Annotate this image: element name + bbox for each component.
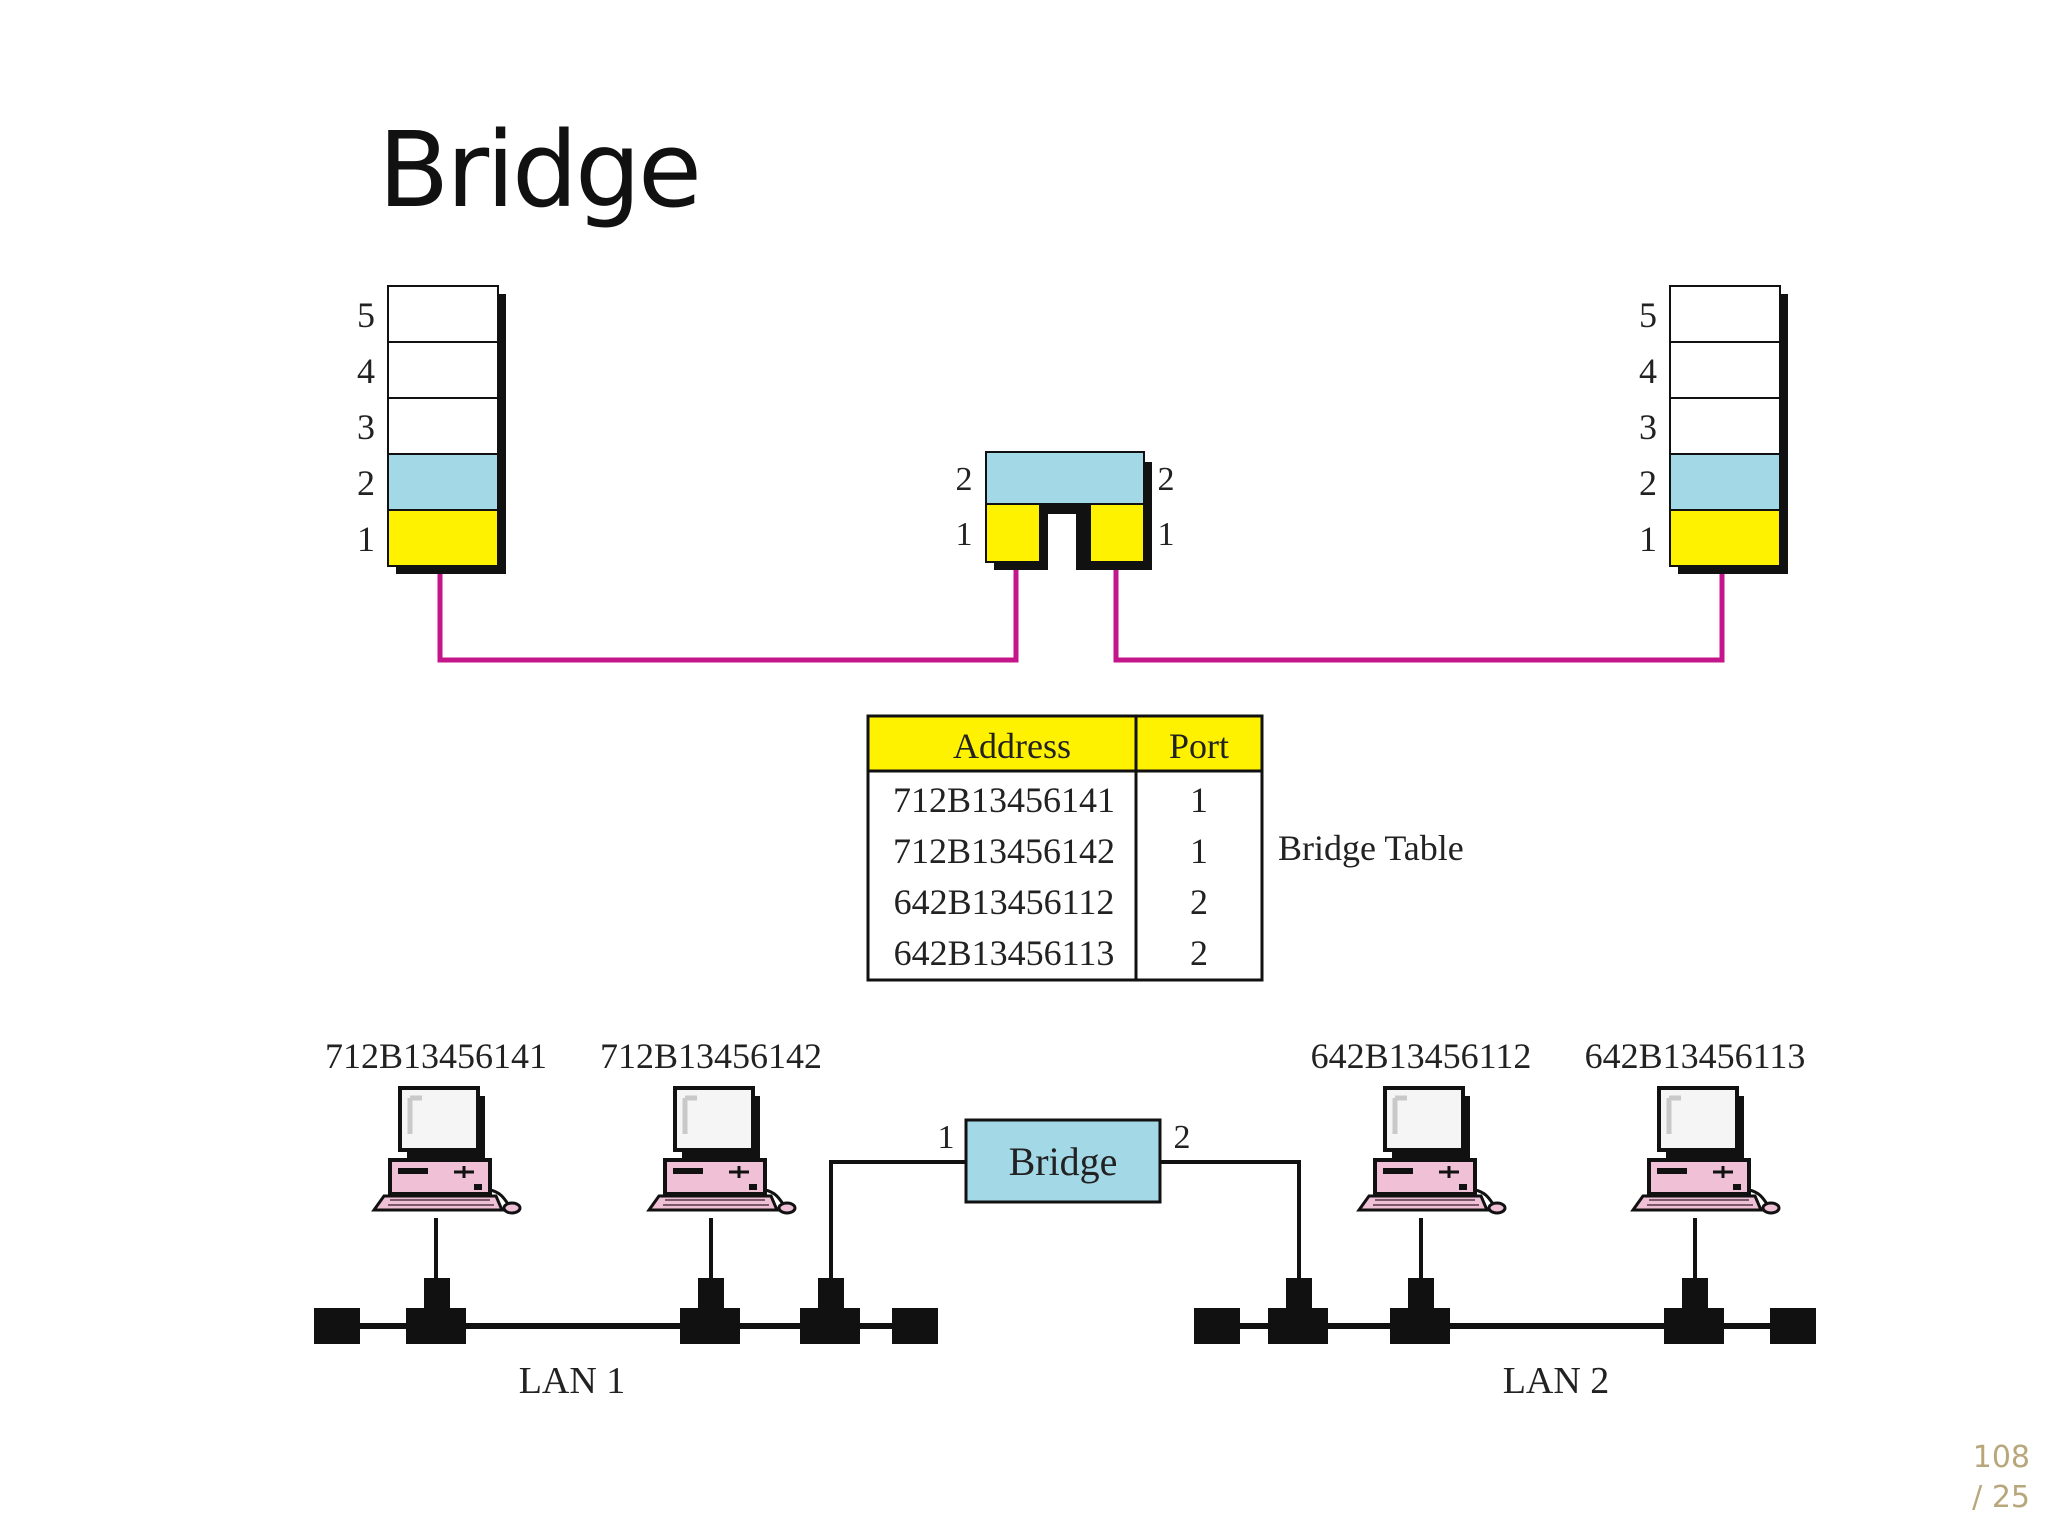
left-layer-3 [387,397,499,455]
bridge-right-label-bottom: 1 [1158,516,1175,553]
lan1-terminator-left [314,1308,360,1344]
lan2-tap-bridge [1286,1278,1312,1310]
station-4: 642B13456113 [1585,1036,1806,1280]
right-layer-5 [1669,285,1781,343]
layer-stack-left: 5 4 3 2 1 [357,285,506,574]
lan1-tap-1-base [406,1308,466,1344]
left-layer-label-2: 2 [357,463,375,503]
computer-icon [649,1088,795,1213]
lan1-tap-bridge [818,1278,844,1310]
bridge-device: Bridge 1 2 [829,1118,1301,1280]
bridge-box-label: Bridge [1009,1139,1118,1184]
bridge-table-row-3-port: 2 [1190,882,1208,922]
bridge-layer-1-port-1 [985,503,1041,563]
slide-title: Bridge [378,109,702,231]
right-layer-label-2: 2 [1639,463,1657,503]
right-layer-1 [1669,509,1781,567]
bridge-table-row-2-address: 712B13456142 [893,831,1115,871]
right-layer-label-1: 1 [1639,519,1657,559]
bridge-layer-2 [985,451,1145,505]
lan1-tap-1 [424,1278,450,1310]
computer-icon [1359,1088,1505,1213]
lan2-tap-bridge-base [1268,1308,1328,1344]
lan2-label: LAN 2 [1503,1360,1610,1402]
station-3: 642B13456112 [1311,1036,1532,1280]
page-number-total: / 25 [1972,1480,2030,1515]
bridge-table-row-3-address: 642B13456112 [894,882,1115,922]
computer-icon [1633,1088,1779,1213]
bridge-table-header-port: Port [1169,726,1229,766]
left-layer-label-4: 4 [357,351,375,391]
frame-path-left [437,480,1019,663]
bridge-left-label-bottom: 1 [956,516,973,553]
stations: 712B13456141 712B13456142 642B13456112 642B… [325,1036,1805,1280]
lan1-tap-2-base [680,1308,740,1344]
bridge-table-row-1-port: 1 [1190,780,1208,820]
computer-icon [374,1088,520,1213]
station-1: 712B13456141 [325,1036,547,1280]
bridge-link-left [829,1160,966,1280]
page-number: 108 / 25 [1890,1438,2030,1518]
station-1-address: 712B13456141 [325,1036,547,1076]
bridge-table-row-2-port: 1 [1190,831,1208,871]
lan2-tap-2 [1682,1278,1708,1310]
page-number-current: 108 [1972,1440,2030,1475]
bridge-left-label-top: 2 [956,461,973,498]
bridge-table-row-4-address: 642B13456113 [894,933,1115,973]
bridge-table-row-4-port: 2 [1190,933,1208,973]
left-layer-label-1: 1 [357,519,375,559]
bridge-table: Address Port 712B13456141 1 712B13456142 1 6… [866,714,1464,982]
right-layer-label-5: 5 [1639,295,1657,335]
left-layer-label-5: 5 [357,295,375,335]
bridge-table-header-address: Address [953,726,1071,766]
lan2-tap-2-base [1664,1308,1724,1344]
station-2: 712B13456142 [600,1036,822,1280]
lan2-terminator-right [1770,1308,1816,1344]
bridge-table-frame [866,714,1264,982]
bridge-table-rows: 712B13456141 1 712B13456142 1 642B13456112 2 6… [893,780,1208,973]
lan1-label: LAN 1 [519,1360,626,1402]
right-layer-4 [1669,341,1781,399]
lan2-tap-1-base [1390,1308,1450,1344]
station-2-address: 712B13456142 [600,1036,822,1076]
lan1-tap-bridge-base [800,1308,860,1344]
lan1-segment: LAN 1 [314,1278,938,1402]
bridge-layer-stack: 2 1 2 1 [956,451,1175,570]
lan2-terminator-left [1194,1308,1240,1344]
station-4-address: 642B13456113 [1585,1036,1806,1076]
bridge-port-1-label: 1 [938,1119,955,1156]
bridge-port-2-label: 2 [1174,1119,1191,1156]
bridge-box [964,1118,1162,1204]
lan1-terminator-right [892,1308,938,1344]
left-layer-5 [387,285,499,343]
bridge-table-header-bg [868,716,1262,771]
bridge-right-label-top: 2 [1158,461,1175,498]
lan1-tap-2 [698,1278,724,1310]
layer-stack-right: 5 4 3 2 1 [1639,285,1788,574]
bridge-layer-1-port-2 [1089,503,1145,563]
left-layer-label-3: 3 [357,407,375,447]
right-layer-label-3: 3 [1639,407,1657,447]
lan2-segment: LAN 2 [1194,1278,1816,1402]
bridge-table-row-1-address: 712B13456141 [893,780,1115,820]
bridge-table-caption: Bridge Table [1278,828,1464,868]
lan2-tap-1 [1408,1278,1434,1310]
left-layer-4 [387,341,499,399]
bridge-link-right [1160,1160,1301,1280]
right-layer-3 [1669,397,1781,455]
left-layer-1 [387,509,499,567]
right-layer-label-4: 4 [1639,351,1657,391]
station-3-address: 642B13456112 [1311,1036,1532,1076]
frame-path-right [1113,480,1725,663]
right-layer-2 [1669,453,1781,511]
left-layer-2 [387,453,499,511]
